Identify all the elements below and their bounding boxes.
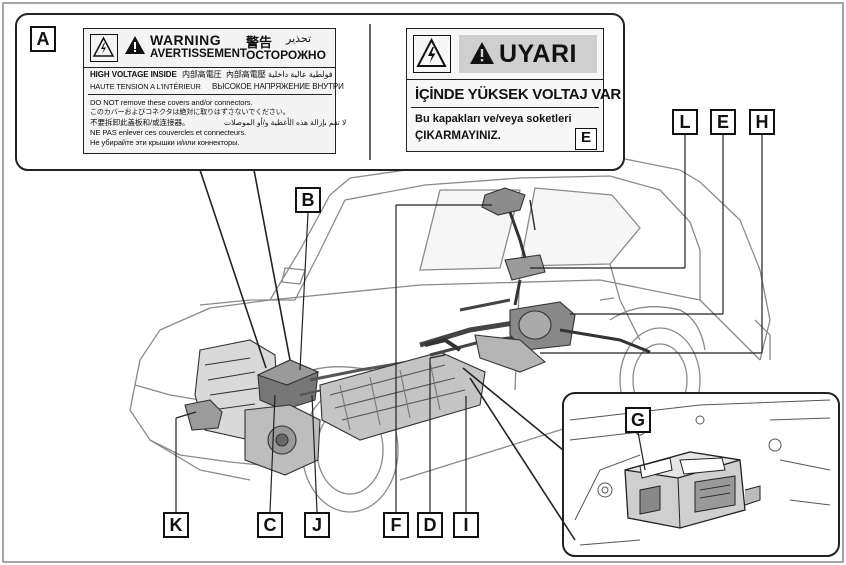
high-voltage-warning-label: WARNING AVERTISSEMENT 警告 تحذير ОСТОРОЖНО… [83, 28, 346, 154]
warning-triangle-icon [469, 41, 495, 70]
warning-title-ar: تحذير [286, 33, 312, 45]
warning-triangle-icon [124, 35, 146, 60]
leader-lines [175, 135, 763, 513]
lightning-bolt-icon [413, 35, 451, 73]
uyari-warning-label: UYARI İÇİNDE YÜKSEK VOLTAJ VAR Bu kapakl… [406, 28, 621, 152]
hv-ru: ВЫСОКОЕ НАПРЯЖЕНИЕ ВНУТРИ [212, 82, 344, 91]
hv-ar: فولطية عالية داخلية [268, 70, 333, 79]
callout-d: D [417, 512, 443, 538]
warning-line-1: DO NOT remove these covers and/or connec… [90, 98, 253, 107]
inset-pointer-g [462, 367, 576, 541]
callout-g: G [625, 407, 651, 433]
hv-cn: 內部高電壓 [226, 70, 266, 79]
warning-title-jp: 警告 [246, 35, 273, 50]
callout-i: I [453, 512, 479, 538]
warning-label-header: WARNING AVERTISSEMENT 警告 تحذير ОСТОРОЖНО [84, 29, 335, 68]
uyari-label-marker-e: E [575, 128, 597, 150]
car-body [129, 157, 771, 513]
uyari-divider [411, 107, 599, 108]
lightning-bolt-icon [90, 34, 118, 62]
callout-j: J [304, 512, 330, 538]
callout-h: H [749, 109, 775, 135]
warning-title-fr: AVERTISSEMENT [150, 48, 247, 60]
callout-f: F [383, 512, 409, 538]
warning-line-4: لا تقم بإزالة هذه الأغطية و/أو الموصلات [224, 118, 347, 127]
warning-line-3: 不要拆卸此盖板和/或连接器。 [90, 118, 190, 127]
uyari-line-1: İÇİNDE YÜKSEK VOLTAJ VAR [415, 86, 621, 103]
uyari-title: UYARI [499, 40, 577, 68]
warning-line-6: Не убирайте эти крышки и/или коннекторы. [90, 138, 240, 147]
uyari-label-header: UYARI [407, 29, 603, 80]
callout-e: E [710, 109, 736, 135]
uyari-line-2: Bu kapakları ve/veya soketleri [415, 113, 572, 125]
inset-g-detail [562, 392, 840, 557]
callout-l: L [672, 109, 698, 135]
components [184, 187, 651, 476]
warning-line-5: NE PAS enlever ces couvercles et connect… [90, 128, 247, 137]
warning-line-2: このカバーおよびコネクタは絶対に取りはずさないでください。 [90, 109, 290, 116]
hv-fr: HAUTE TENSION A L'INTÉRIEUR [90, 82, 201, 91]
warning-label-divider [88, 94, 332, 95]
callout-c: C [257, 512, 283, 538]
uyari-line-3: ÇIKARMAYINIZ. [415, 130, 501, 142]
warning-title-ru: ОСТОРОЖНО [246, 48, 326, 62]
hv-en: HIGH VOLTAGE INSIDE [90, 70, 177, 79]
callout-b: B [295, 187, 321, 213]
callout-k: K [163, 512, 189, 538]
warning-title-en: WARNING [150, 32, 222, 48]
hv-jp: 内部高電圧 [182, 70, 222, 79]
callout-pointer-a [199, 169, 291, 369]
callout-a: A [30, 26, 56, 52]
